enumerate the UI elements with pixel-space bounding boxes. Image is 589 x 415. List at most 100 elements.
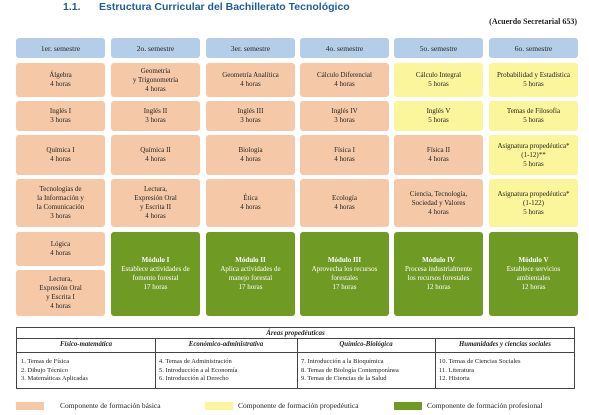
- subject-name: Física I: [334, 146, 355, 154]
- subject-cell: Cálculo Integral 5 horas: [394, 63, 483, 97]
- subject-cell: Química I 4 horas: [16, 135, 105, 175]
- subject-code: (1-122): [523, 198, 544, 207]
- subject-hours: 4 horas: [50, 155, 71, 163]
- legend-label-propedeutic: Componente de formación propedéutica: [238, 401, 359, 410]
- subject-name: Química II: [140, 146, 171, 154]
- legend-swatch-professional: [394, 402, 422, 410]
- acuerdo-note: (Acuerdo Secretarial 653): [489, 17, 577, 26]
- subject-cell: Inglés V 5 horas: [394, 101, 483, 131]
- subject-name: Ecología: [332, 194, 357, 202]
- subject-hours: 4 horas: [50, 302, 71, 310]
- area-item: 8. Temas de Biología Contemporánea: [301, 366, 399, 374]
- subject-hours: 4 horas: [334, 203, 355, 211]
- module-cell: Módulo IV Procesa industrialmente los re…: [394, 232, 483, 316]
- subject-name: Asignatura propedéutica*: [497, 141, 570, 150]
- module-cell: Módulo III Aprovecha los recursos forest…: [300, 232, 389, 316]
- module-description: Establece servicios: [506, 265, 561, 273]
- module-hours: 17 horas: [238, 283, 263, 291]
- subject-name: Álgebra: [49, 71, 72, 79]
- area-item: 3. Matemáticas Aplicadas: [21, 375, 88, 383]
- section-title: 1.1.Estructura Curricular del Bachillera…: [63, 1, 350, 13]
- subject-name: Lectura,: [143, 185, 168, 193]
- module-cell: Módulo V Establece servicios ambientales…: [489, 232, 578, 316]
- subject-cell: Asignatura propedéutica* (1-12)** 5 hora…: [489, 135, 578, 175]
- module-description: manejo forestal: [228, 274, 273, 282]
- area-list: 1. Temas de Física 2. Dibujo Técnico 3. …: [21, 358, 88, 384]
- area-heading: Químico-Biológica: [339, 341, 393, 348]
- areas-table: Áreas propedéuticas Físico-matemática Ec…: [16, 327, 575, 389]
- subject-name: Cálculo Diferencial: [316, 71, 372, 79]
- subject-cell: Biología 4 horas: [206, 135, 295, 175]
- subject-cell: Ecología 4 horas: [300, 179, 389, 227]
- module-description: Establece actividades de: [121, 265, 190, 273]
- area-list: 4. Temas de Administración 5. Introducci…: [159, 358, 238, 384]
- subject-name: Ciencia, Tecnología,: [409, 189, 468, 198]
- subject-hours: 4 horas: [145, 212, 166, 220]
- subject-name: Asignatura propedéutica*: [497, 189, 570, 198]
- subject-cell: Inglés III 3 horas: [206, 101, 295, 131]
- area-item: 2. Dibujo Técnico: [21, 366, 68, 374]
- subject-name: y Escrita I: [46, 293, 75, 301]
- section-title-text: Estructura Curricular del Bachillerato T…: [99, 1, 350, 13]
- table-column-divider: [155, 339, 156, 388]
- subject-name: la Información y: [37, 194, 84, 202]
- table-divider: [17, 338, 574, 339]
- semester-header-6: 6o. semestre: [489, 38, 578, 58]
- subject-hours: 3 horas: [240, 116, 261, 124]
- module-description: ambientales: [516, 274, 551, 282]
- area-item: 7. Introducción a la Bioquímica: [301, 358, 384, 365]
- semester-header-1: 1er. semestre: [16, 38, 105, 58]
- module-description: los recursos forestales: [407, 274, 470, 282]
- subject-hours: 5 horas: [428, 80, 449, 88]
- subject-code: (1-12)**: [521, 150, 546, 159]
- area-item: 4. Temas de Administración: [159, 358, 232, 365]
- module-cell: Módulo II Aplica actividades de manejo f…: [206, 232, 295, 316]
- subject-cell: Probabilidad y Estadística 5 horas: [489, 63, 578, 97]
- subject-cell: Inglés I 3 horas: [16, 101, 105, 131]
- module-name: Módulo I: [141, 256, 170, 264]
- subject-hours: 4 horas: [428, 155, 449, 163]
- subject-name: Geometría: [140, 66, 171, 75]
- subject-hours: 4 horas: [240, 80, 261, 88]
- table-column-divider: [297, 339, 298, 388]
- module-name: Módulo II: [235, 256, 266, 264]
- subject-name: Inglés IV: [331, 107, 358, 115]
- semester-header-5: 5o. semestre: [394, 38, 483, 58]
- subject-name: Tecnologías de: [39, 185, 82, 193]
- module-name: Módulo V: [518, 256, 549, 264]
- subject-name: Sociedad y Valores: [411, 198, 466, 207]
- module-cell: Módulo I Establece actividades de foment…: [111, 232, 200, 316]
- module-description: Aprovecha los recursos: [311, 265, 378, 273]
- area-heading: Humanidades y ciencias sociales: [459, 341, 551, 348]
- subject-name: Cálculo Integral: [415, 71, 462, 79]
- module-description: forestales: [331, 274, 358, 282]
- semester-header-2: 2o. semestre: [111, 38, 200, 58]
- subject-cell: Física I 4 horas: [300, 135, 389, 175]
- subject-hours: 4 horas: [145, 155, 166, 163]
- module-name: Módulo IV: [422, 256, 455, 264]
- subject-name: la Comunicación: [36, 203, 85, 211]
- subject-cell: Lectura, Expresión Oral y Escrita II 4 h…: [111, 179, 200, 227]
- legend-label-professional: Componente de formación profesional: [427, 401, 543, 410]
- subject-hours: 5 horas: [523, 159, 544, 168]
- subject-cell: Cálculo Diferencial 4 horas: [300, 63, 389, 97]
- subject-hours: 5 horas: [523, 80, 544, 88]
- area-item: 6. Introducción al Derecho: [159, 375, 229, 383]
- subject-cell: Inglés II 3 horas: [111, 101, 200, 131]
- subject-hours: 4 horas: [334, 155, 355, 163]
- semester-header-4: 4o. semestre: [300, 38, 389, 58]
- subject-hours: 5 horas: [428, 116, 449, 124]
- area-item: 9. Temas de Ciencias de la Salud: [301, 375, 387, 383]
- subject-name: Inglés I: [49, 107, 72, 115]
- module-hours: 17 horas: [143, 283, 168, 291]
- subject-hours: 5 horas: [523, 207, 544, 216]
- subject-cell: Asignatura propedéutica* (1-122) 5 horas: [489, 179, 578, 227]
- subject-hours: 4 horas: [50, 80, 71, 88]
- subject-name: Física II: [426, 146, 451, 154]
- subject-name: Temas de Filosofía: [506, 107, 561, 115]
- subject-name: Expresión Oral: [134, 194, 177, 202]
- module-description: Procesa industrialmente: [404, 265, 473, 273]
- subject-hours: 5 horas: [523, 116, 544, 124]
- subject-cell: Lógica 4 horas: [16, 232, 105, 266]
- subject-cell: Geometría y Trigonometría 4 horas: [111, 63, 200, 97]
